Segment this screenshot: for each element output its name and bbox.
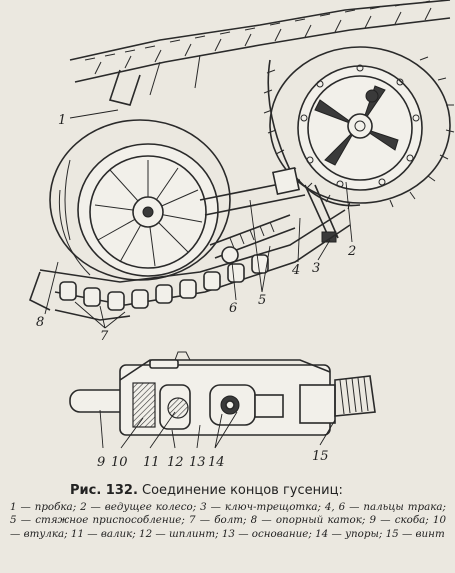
- label-1: 1: [58, 113, 66, 128]
- caption-legend: 1 — пробка; 2 — ведущее колесо; 3 — ключ…: [10, 501, 446, 540]
- upper-track: [69, 0, 451, 106]
- figure-title: Соединение концов гусениц:: [142, 483, 343, 498]
- leader-lines: [44, 109, 353, 449]
- track-joint-diagram: 1 2 3 4 5 6 7 8 9 10 11 12 13 14 15: [29, 0, 455, 470]
- label-10: 10: [111, 455, 128, 470]
- label-9: 9: [97, 455, 105, 470]
- label-12: 12: [167, 455, 184, 470]
- label-14: 14: [208, 455, 225, 470]
- road-wheel: [49, 119, 231, 281]
- drive-wheel: [263, 46, 455, 210]
- label-8: 8: [36, 315, 44, 330]
- caption-title: Рис. 132. Соединение концов гусениц:: [70, 484, 446, 497]
- label-15: 15: [312, 449, 329, 464]
- label-2: 2: [347, 244, 356, 259]
- label-3: 3: [312, 261, 320, 276]
- lower-track: [29, 209, 351, 321]
- figure-caption: Рис. 132. Соединение концов гусениц: 1 —…: [10, 484, 446, 541]
- label-4: 4: [291, 263, 300, 278]
- label-11: 11: [143, 455, 160, 470]
- label-13: 13: [189, 455, 206, 470]
- part-labels: 1 2 3 4 5 6 7 8 9 10 11 12 13 14 15: [36, 113, 356, 470]
- figure-number: Рис. 132.: [70, 483, 138, 498]
- tensioner: [199, 167, 339, 264]
- label-7: 7: [100, 329, 109, 344]
- label-5: 5: [258, 293, 266, 308]
- label-6: 6: [229, 301, 237, 316]
- clamp-assembly: [69, 351, 376, 436]
